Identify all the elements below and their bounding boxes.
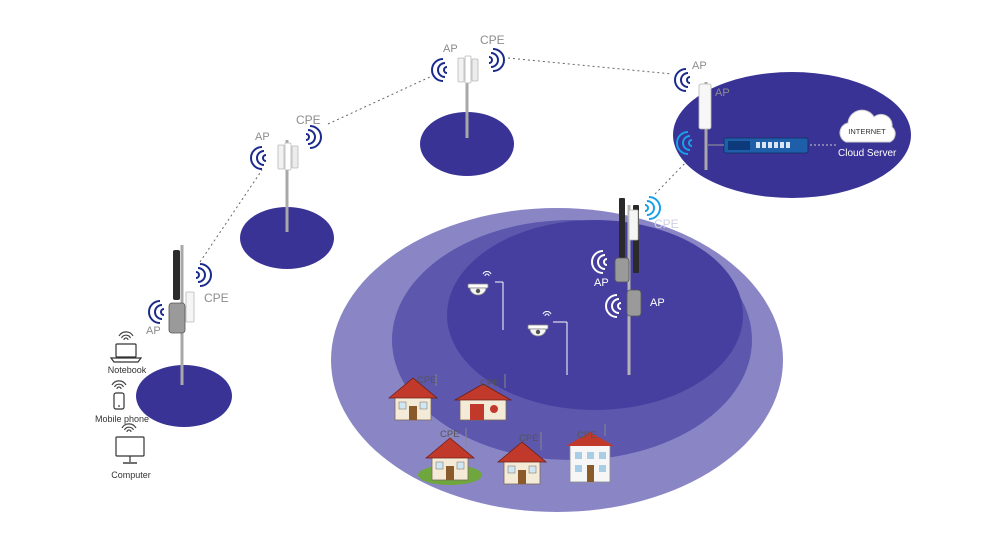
wifi-icon [488,48,505,72]
tower-4: AP AP [674,60,730,170]
notebook-device: Notebook [108,331,147,375]
wifi-icon [111,380,127,390]
cpe-label: CPE [577,430,597,441]
tower-5: CPE AP AP [591,196,679,375]
cpe-label: CPE [417,375,437,386]
ap-label: AP [594,277,609,289]
camera-2 [527,311,568,375]
cloud-icon: INTERNET [839,109,896,143]
computer-device: Computer [111,423,151,480]
wifi-icon [482,271,492,277]
notebook-icon [109,343,143,363]
cpe-label: CPE [519,433,539,444]
cpe-panels [457,55,479,84]
house-5: CPE [566,424,614,483]
tower-3: AP CPE [431,33,505,138]
omni-antenna [173,250,180,300]
omni-antenna [619,198,625,260]
mobile-phone-label: Mobile phone [95,414,149,424]
ap-label: AP [650,297,665,309]
cpe-label: CPE [440,429,460,440]
ap-label: AP [715,87,730,99]
cloud-server-label: Cloud Server [838,148,897,159]
wifi-icon [674,68,691,92]
wifi-icon [250,146,267,170]
camera-1 [467,271,504,330]
house-3: CPE [418,428,482,485]
coverage-area [331,208,783,512]
internet-label: INTERNET [848,127,886,136]
wifi-icon [305,125,322,149]
wifi-icon [195,263,212,287]
wifi-icon [148,300,165,324]
tower-2-disc [240,207,334,269]
tower-1: CPE AP [146,245,229,385]
wifi-icon [118,331,134,341]
ap-label: AP [692,60,707,72]
ap-unit [626,289,642,317]
mobile-phone-device: Mobile phone [95,380,149,424]
link-4-5 [654,157,691,195]
cpe-label: CPE [654,217,679,231]
switch-icon [708,137,836,154]
house-4: CPE [497,432,547,485]
link-2-3 [327,75,433,125]
tower-3-disc [420,112,514,176]
wifi-icon [121,423,137,433]
computer-icon [115,436,145,464]
ap-label: AP [146,325,161,337]
cpe-label: CPE [296,113,321,127]
link-3-4 [507,57,673,75]
wifi-icon [644,196,661,220]
wifi-icon [676,131,693,155]
cpe-label: CPE [204,291,229,305]
cpe-label: CPE [480,378,500,389]
link-lines [199,57,691,263]
cpe-label: CPE [480,33,505,47]
notebook-label: Notebook [108,365,147,375]
ap-unit [168,302,186,334]
wifi-icon [591,250,608,274]
house-1: CPE [388,374,438,421]
ap-panel [698,83,712,130]
link-1-2 [199,169,263,263]
ap-label: AP [255,131,270,143]
wifi-icon [605,294,622,318]
computer-label: Computer [111,470,151,480]
wifi-icon [542,311,552,317]
cloud-server-disc [673,72,911,198]
tower-2: AP CPE [250,113,322,232]
cpe-panels [277,142,299,171]
wifi-icon [431,58,448,82]
mobile-phone-icon [113,392,125,410]
ap-unit [614,257,630,283]
house-2: CPE [453,374,513,421]
tower-1-disc [136,365,232,427]
ap-label: AP [443,43,458,55]
cpe-panel [628,209,639,241]
cpe-panel [185,291,195,323]
